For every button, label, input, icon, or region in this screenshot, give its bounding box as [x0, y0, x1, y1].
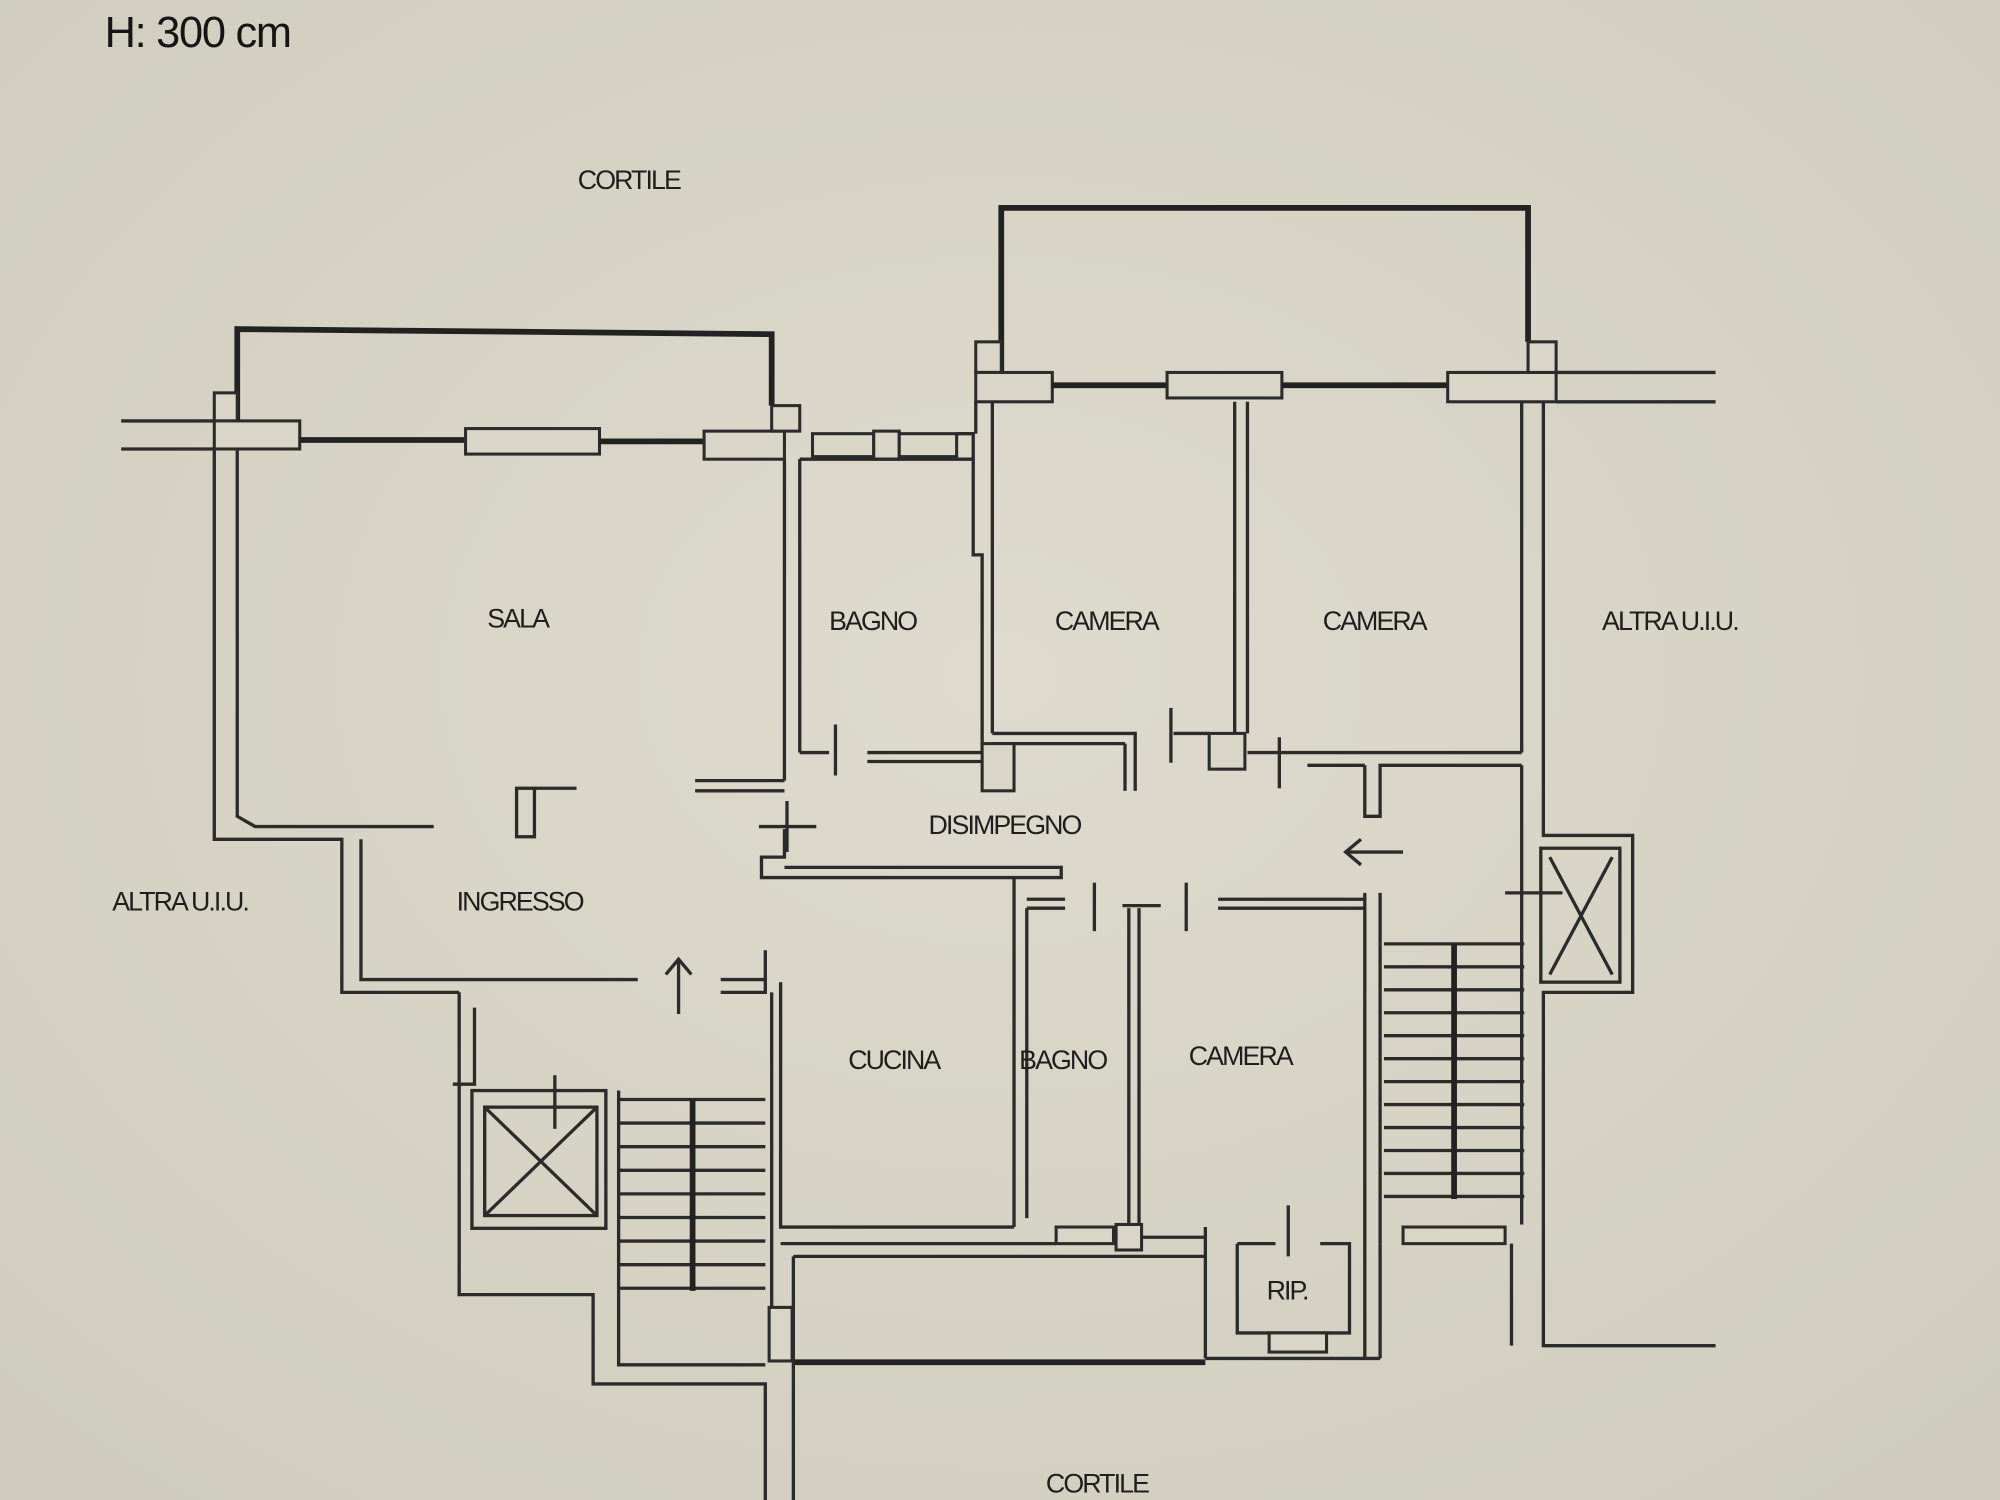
- label-other-unit-right: ALTRA U.I.U.: [1602, 606, 1738, 636]
- label-hallway: DISIMPEGNO: [929, 810, 1082, 840]
- label-bedroom-1: CAMERA: [1055, 606, 1160, 636]
- walls: [121, 205, 1716, 1500]
- label-entrance: INGRESSO: [457, 887, 584, 917]
- label-storage: RIP.: [1267, 1276, 1308, 1306]
- label-courtyard-top: CORTILE: [578, 165, 681, 195]
- stairs: [618, 942, 1525, 1291]
- label-courtyard-bottom: CORTILE: [1046, 1468, 1149, 1498]
- room-labels: CORTILE CORTILE ALTRA U.I.U. ALTRA U.I.U…: [112, 165, 1739, 1499]
- label-other-unit-left: ALTRA U.I.U.: [112, 887, 248, 917]
- label-bath-bottom: BAGNO: [1019, 1045, 1107, 1075]
- label-bath-top: BAGNO: [829, 606, 917, 636]
- door-swings: [514, 707, 1563, 1257]
- label-bedroom-2: CAMERA: [1323, 606, 1428, 636]
- label-living: SALA: [487, 604, 550, 634]
- label-bedroom-3: CAMERA: [1189, 1041, 1294, 1071]
- label-kitchen: CUCINA: [848, 1045, 941, 1075]
- height-label: H: 300 cm: [105, 9, 291, 57]
